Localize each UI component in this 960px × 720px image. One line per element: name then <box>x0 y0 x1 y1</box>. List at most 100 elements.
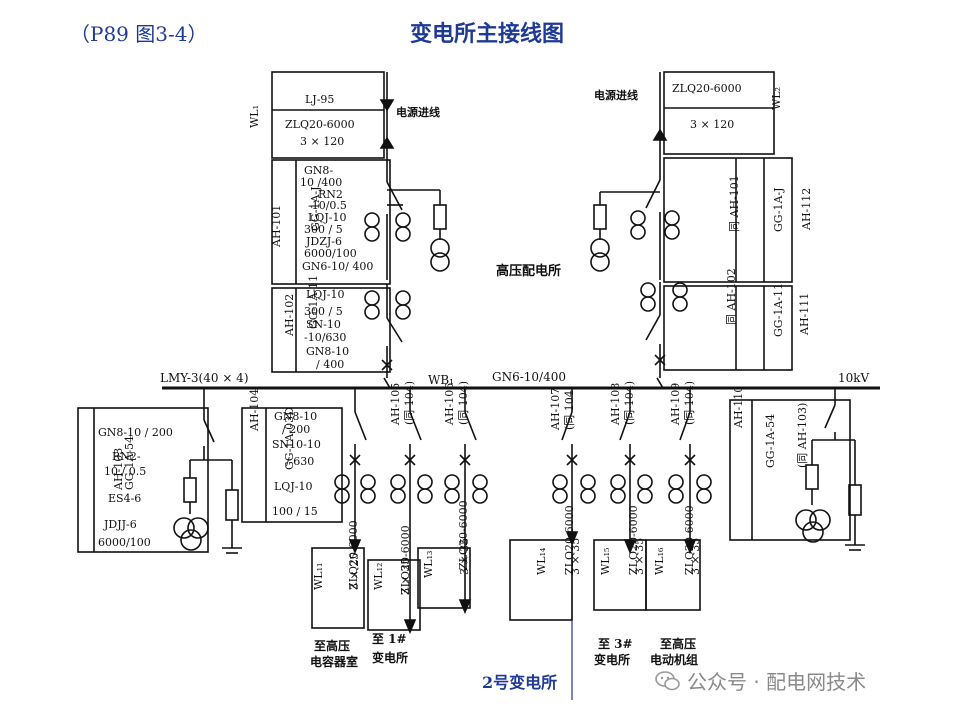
outgoing-line-5: WL₁₅ <box>599 548 612 575</box>
cabinet-102-item-2: SN-10 <box>306 318 341 331</box>
line-id-wl1: WL₁ <box>248 105 261 128</box>
cabinet-101-item-3: -10/0.5 <box>308 199 347 212</box>
substation-2-label: 2号变电所 <box>482 673 558 692</box>
outgoing-line-6: WL₁₆ <box>653 547 666 575</box>
feeder-id-108: AH-108 <box>609 383 622 426</box>
outgoing-dest2-5: 变电所 <box>594 652 630 667</box>
cabinet-102-item-5: / 400 <box>316 358 344 371</box>
right-cable-1: ZLQ20-6000 <box>672 82 742 95</box>
right-incoming-label: 电源进线 <box>594 88 638 102</box>
outgoing-size-4: 3 × 35 <box>569 538 582 575</box>
cabinet-102-item-1: 300 / 5 <box>304 305 343 318</box>
outgoing-dest2-6: 电动机组 <box>650 652 698 667</box>
cabinet-101-item-7: 6000/100 <box>304 247 357 260</box>
cabinet-103-item-0: GN8-10 / 200 <box>98 426 173 439</box>
line-id-wl2: WL₂ <box>770 87 783 110</box>
feeder-108-same: (同 104) <box>623 381 636 425</box>
cabinet-111-type: GG-1A-11 <box>772 283 785 337</box>
cabinet-112-same: 同 AH-101 <box>728 175 741 232</box>
cabinet-102-item-4: GN8-10 <box>306 345 349 358</box>
outgoing-dest1-5: 至 3# <box>598 637 633 651</box>
cabinet-101-id: AH-101 <box>270 205 283 248</box>
left-cable-1: LJ-95 <box>305 93 334 106</box>
cabinet-103-item-4: JDJJ-6 <box>103 518 137 531</box>
cabinet-101-item-4: LQJ-10 <box>308 211 346 224</box>
cabinet-102-item-0: LQJ-10 <box>306 288 344 301</box>
cabinet-103-item-1: RN2- <box>112 450 141 463</box>
cabinet-104-item-5: 100 / 15 <box>272 505 318 518</box>
cabinet-102-id: AH-102 <box>283 294 296 337</box>
outgoing-dest2-2: 变电所 <box>372 650 408 665</box>
wechat-icon <box>655 670 680 690</box>
outgoing-line-2: WL₁₂ <box>372 563 385 590</box>
cabinet-103-item-3: ES4-6 <box>108 492 141 505</box>
cabinet-111-same: 同 AH-102 <box>725 268 738 325</box>
cabinet-103-item-2: 10 / 0.5 <box>104 465 146 478</box>
cabinet-101-item-5: 300 / 5 <box>304 223 343 236</box>
cabinet-111-id: AH-111 <box>798 293 811 336</box>
cabinet-112-type: GG-1A-J <box>772 187 785 232</box>
left-cable-2: ZLQ20-6000 <box>285 118 355 131</box>
cabinet-104-item-4: LQJ-10 <box>274 480 312 493</box>
cabinet-102-item-3: -10/630 <box>304 331 346 344</box>
outgoing-dest1-1: 至高压 <box>314 638 350 653</box>
feeder-106-same: (同 104) <box>457 381 470 425</box>
feeder-107-same: (同 104) <box>563 386 576 430</box>
cabinet-101-item-8: GN6-10/ 400 <box>302 260 373 273</box>
cabinet-104-item-2: SN10-10 <box>272 438 321 451</box>
outgoing-size-2: 3 × 35 <box>399 558 412 595</box>
outgoing-size-6: 3 × 35 <box>689 538 702 575</box>
busbar-voltage: 10kV <box>838 371 870 385</box>
feeder-id-105: AH-105 <box>389 383 402 426</box>
cabinet-103-id: AH-103 <box>112 448 125 491</box>
cabinet-104-type: GG-1A-03D <box>283 407 296 470</box>
outgoing-line-1: WL₁₁ <box>312 563 325 590</box>
outgoing-line-4: WL₁₄ <box>535 547 548 575</box>
outgoing-dest2-1: 电容器室 <box>310 654 358 669</box>
center-label: 高压配电所 <box>496 263 561 279</box>
outgoing-size-1: 3 × 25 <box>348 553 361 590</box>
outgoing-cable-6: ZLQ20-6000 <box>683 505 696 575</box>
outgoing-cable-4: ZLQ20-6000 <box>563 505 576 575</box>
left-incoming-label: 电源进线 <box>396 105 440 119</box>
outgoing-cable-1: ZLQ20-6000 <box>347 520 360 590</box>
cabinet-101-item-6: JDZJ-6 <box>305 235 342 248</box>
cabinet-101-item-2: RN2 <box>318 188 343 201</box>
cabinet-104-item-0: GN8-10 <box>274 410 317 423</box>
cabinet-112-id: AH-112 <box>800 188 813 231</box>
cabinet-103-type: GG-1A-54 <box>123 436 136 490</box>
cabinet-102-type: GG-1A-11 <box>307 275 320 329</box>
right-cable-2: 3 × 120 <box>690 118 734 131</box>
page-title: 变电所主接线图 <box>410 21 565 47</box>
outgoing-size-3: 3 × 35 <box>458 538 471 575</box>
cabinet-110-same: (同 AH-103) <box>796 403 809 468</box>
feeder-105-same: (同 104) <box>403 381 416 425</box>
left-cable-3: 3 × 120 <box>300 135 344 148</box>
feeder-id-107: AH-107 <box>549 388 562 431</box>
cabinet-101-item-0: GN8- <box>304 164 333 177</box>
outgoing-dest1-2: 至 1# <box>372 632 407 646</box>
watermark: 公众号 · 配电网技术 <box>655 666 866 695</box>
cabinet-103-item-5: 6000/100 <box>98 536 151 549</box>
outgoing-line-3: WL₁₃ <box>422 551 435 578</box>
outgoing-cable-3: ZLQ20-6000 <box>457 500 470 570</box>
outgoing-cable-2: ZLQ20-6000 <box>399 525 412 595</box>
outgoing-dest1-6: 至高压 <box>660 636 696 651</box>
cabinet-104-item-1: / 200 <box>282 423 310 436</box>
outgoing-size-5: 3 × 35 <box>633 538 646 575</box>
busbar-switch: GN6-10/400 <box>492 370 566 384</box>
cabinet-110-id: AH-110 <box>732 386 745 429</box>
busbar-label: LMY-3(40 × 4) <box>160 371 249 385</box>
feeder-id-106: AH-106 <box>443 383 456 426</box>
watermark-text: 公众号 · 配电网技术 <box>687 670 867 694</box>
outgoing-cable-5: ZLQ20-6000 <box>627 505 640 575</box>
cabinet-101-type: GG-1A-J <box>309 186 322 231</box>
feeder-id-109: AH-109 <box>669 383 682 426</box>
cabinet-104-id: AH-104 <box>248 389 261 432</box>
cabinet-101-item-1: 10 /400 <box>300 176 342 189</box>
cabinet-110-type: GG-1A-54 <box>764 414 777 468</box>
feeder-109-same: (同 104) <box>683 381 696 425</box>
busbar-id: WB₁ <box>428 373 454 387</box>
cabinet-104-item-3: / 630 <box>286 455 314 468</box>
